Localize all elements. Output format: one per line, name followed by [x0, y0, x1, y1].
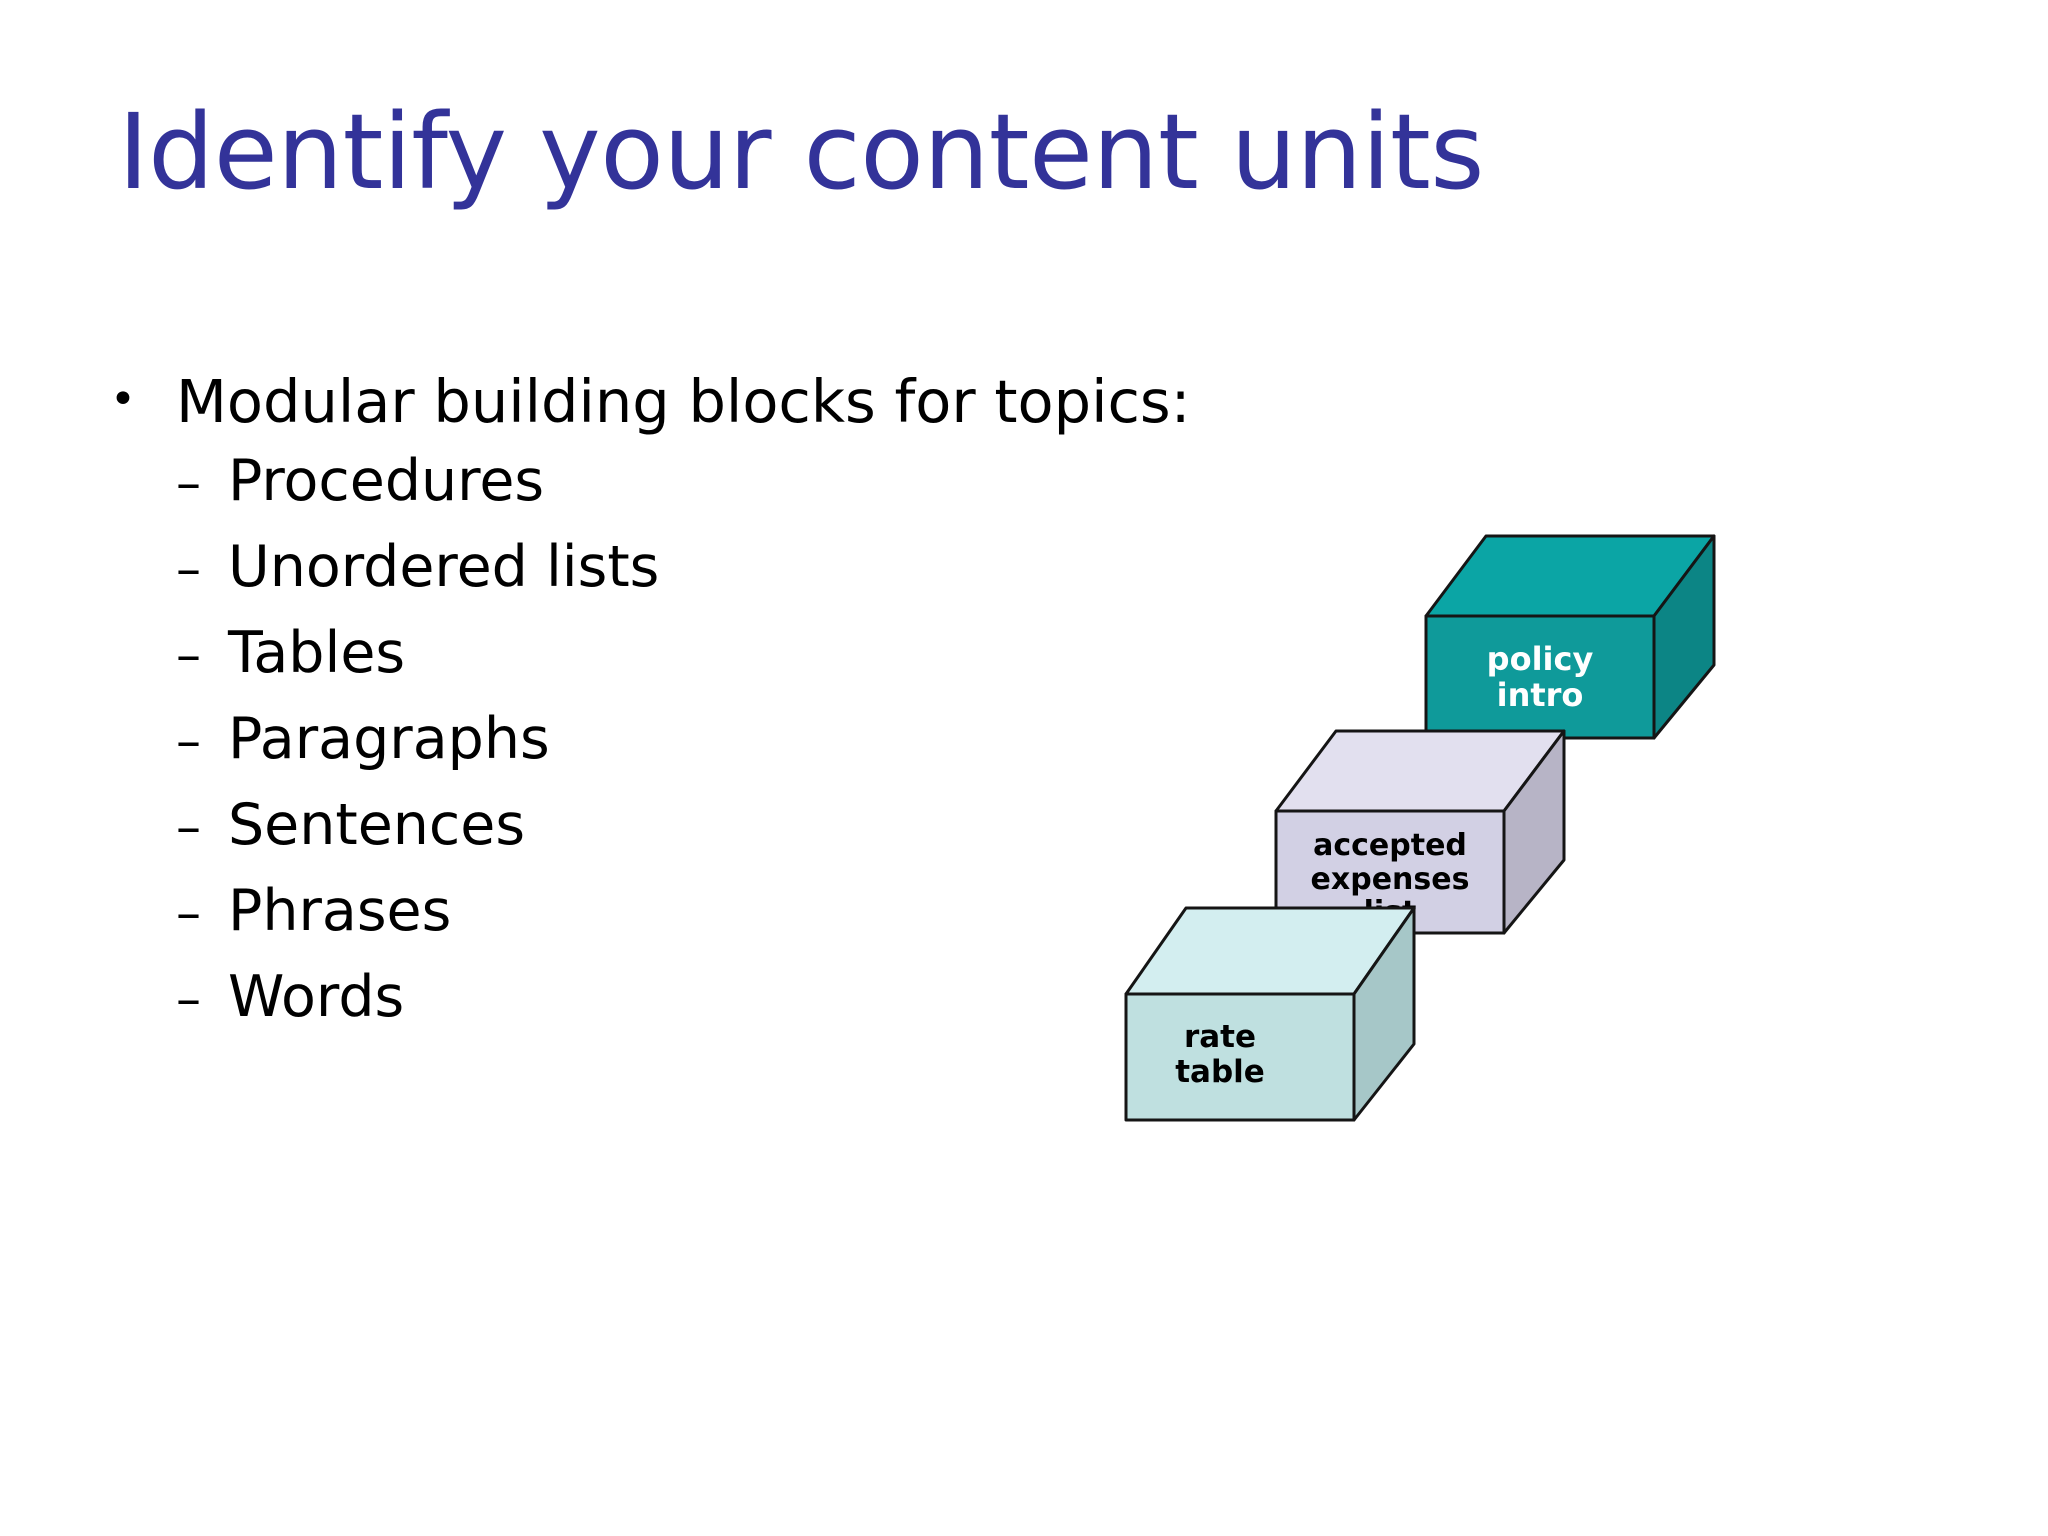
list-item-label: Procedures — [228, 448, 545, 514]
list-item: – Sentences — [176, 797, 1370, 883]
dash-icon: – — [176, 540, 201, 598]
list-item-label: Phrases — [228, 878, 452, 944]
sub-list: – Procedures – Unordered lists – Tables … — [176, 453, 1370, 1055]
list-item: – Paragraphs — [176, 711, 1370, 797]
content-body: • Modular building blocks for topics: – … — [110, 372, 1370, 1055]
list-item-label: Tables — [228, 620, 406, 686]
list-item: – Tables — [176, 625, 1370, 711]
cube-front-face — [1124, 992, 1356, 1122]
cube-policy-intro-shape — [1424, 534, 1716, 740]
dash-icon: – — [176, 626, 201, 684]
bullet-dot-icon: • — [110, 374, 136, 425]
cube-accepted-expenses-list-shape — [1274, 729, 1566, 935]
list-item-label: Unordered lists — [228, 534, 660, 600]
cube-rate-table-shape — [1124, 906, 1416, 1122]
cube-front-face — [1274, 809, 1506, 935]
dash-icon: – — [176, 454, 201, 512]
page-title: Identify your content units — [118, 91, 1484, 213]
list-item-label: Modular building blocks for topics: — [176, 367, 1191, 436]
list-item: • Modular building blocks for topics: — [110, 372, 1370, 431]
list-item: – Phrases — [176, 883, 1370, 969]
list-item: – Words — [176, 969, 1370, 1055]
content-unit-cubes-diagram: policy intro accepted expenses list rate… — [1080, 520, 1740, 1140]
cube-policy-intro: policy intro — [1420, 530, 1720, 745]
list-item-label: Sentences — [228, 792, 526, 858]
list-item: – Unordered lists — [176, 539, 1370, 625]
dash-icon: – — [176, 798, 201, 856]
dash-icon: – — [176, 884, 201, 942]
cube-front-face — [1424, 614, 1656, 740]
dash-icon: – — [176, 712, 201, 770]
cube-rate-table: rate table — [1120, 902, 1420, 1127]
list-item-label: Words — [228, 964, 405, 1030]
list-item-label: Paragraphs — [228, 706, 550, 772]
dash-icon: – — [176, 970, 201, 1028]
list-item: – Procedures — [176, 453, 1370, 539]
